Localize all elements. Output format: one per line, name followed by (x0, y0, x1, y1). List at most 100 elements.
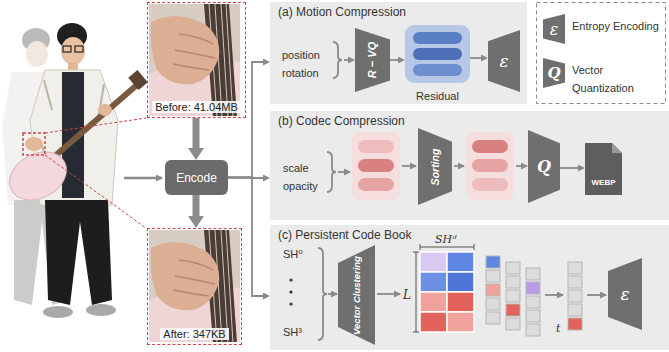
label-anchor: scale (283, 158, 309, 176)
panel-b-art-part (358, 178, 394, 191)
sorting-block: Sorting (418, 128, 452, 205)
panel-c-art-part-part (420, 272, 447, 292)
file-icon: WEBP (585, 143, 622, 195)
connector (470, 57, 481, 59)
zoom-marker-part (23, 133, 45, 155)
clustering-block: Vector Clustering (338, 245, 375, 345)
person-figure-part (43, 306, 73, 318)
panel-c-art-part-part (486, 256, 500, 268)
panel-c-art-part-part (486, 270, 500, 282)
panel-c-art-part (377, 293, 400, 295)
connector (228, 178, 263, 297)
panel-c-art-part-part (568, 262, 582, 274)
panel-c-art-part-part (526, 296, 540, 308)
label-anchor: position (282, 45, 320, 63)
label-anchor: t (556, 318, 560, 336)
panel-c-art-part (587, 294, 606, 296)
operator-symbol: ε (620, 284, 629, 304)
input-label: rotation (282, 67, 319, 79)
panel-c-art-part-part (526, 324, 540, 336)
person-figure-part (1, 142, 75, 209)
feature-pill (413, 48, 462, 60)
node-label: Vector Clustering (351, 256, 362, 335)
panel-title: (b) Codec Compression (278, 114, 669, 128)
panel-b-art (327, 132, 527, 200)
input-arrow (124, 177, 162, 180)
panel-c-art-part-part (506, 262, 520, 274)
person-figure-part (25, 137, 43, 151)
panel-c-art-part-part (526, 310, 540, 322)
operator-symbol: ε (499, 51, 508, 71)
legend-trapezoid-fill (543, 58, 565, 88)
quantizer-block: R − VQ (355, 28, 390, 92)
panel-b-art-part (472, 178, 508, 191)
panel-c-art-part-part (420, 312, 447, 332)
trapezoid-fill (608, 258, 642, 330)
trapezoid-fill (338, 245, 375, 345)
file-body (585, 143, 622, 195)
panel-b-art-part (352, 132, 400, 200)
flow-arrow (193, 118, 200, 148)
trapezoid-fill (418, 128, 452, 205)
panel-b-art-part (358, 159, 394, 172)
index-label: t (556, 322, 560, 335)
panel-a-art-part (333, 42, 342, 78)
panel-c-art-part-part (568, 318, 582, 330)
panel-b-art-part (466, 132, 514, 200)
label-anchor: Q (547, 64, 560, 82)
panel-c-art-part-part (447, 312, 474, 332)
node-label: Residual (416, 90, 459, 102)
zoom-marker (23, 118, 146, 228)
crop-after-image (149, 230, 240, 343)
zoom-marker-part (45, 155, 146, 228)
quantizer-block: Q (528, 130, 560, 203)
feature-pill (413, 64, 462, 76)
panel-c-art-part-part (506, 290, 520, 302)
panel-c-art-part-part (526, 282, 540, 294)
panel-b-art-part (472, 140, 508, 153)
entropy-block: ε (488, 30, 520, 92)
legend-text: Entropy Encoding (572, 20, 659, 32)
panel-c-art-part-part (486, 284, 500, 296)
panel-c-art-part-part (486, 312, 500, 324)
label-anchor: ε (550, 20, 559, 39)
panel-c-art-part (486, 256, 582, 336)
flow-arrow (193, 195, 200, 216)
panel-c-art-part-part (506, 318, 520, 330)
label-anchor: opacity (283, 176, 318, 194)
trapezoid-fill (528, 130, 560, 203)
input-label: SH³ (283, 326, 302, 338)
panel-c-art-part-part (420, 244, 421, 250)
node-label: R − VQ (367, 42, 379, 78)
panel-c-art-part (413, 244, 474, 332)
panel-b-art-part (402, 165, 416, 167)
panel-title: (a) Motion Compression (278, 5, 527, 19)
panel-c-art-part-part (506, 276, 520, 288)
input-label: opacity (283, 180, 318, 192)
panel-c-art-part (318, 248, 327, 340)
label-anchor: SHᵈ (435, 229, 457, 247)
node-label: Sorting (429, 148, 441, 185)
label-anchor: rotation (282, 63, 319, 81)
panel-c-art-part-part (568, 276, 582, 288)
entropy-block: ε (608, 258, 642, 330)
connector (228, 62, 263, 178)
ghost-figure-part (26, 41, 48, 67)
panel-c-art-part-part (420, 292, 447, 312)
panel-b-art-part (327, 152, 336, 192)
input-label: SH⁰ (283, 248, 303, 260)
trapezoid-fill (355, 28, 390, 92)
crop-before-image (149, 4, 240, 117)
panel-b-art-part (472, 159, 508, 172)
feature-pill (413, 32, 462, 44)
connector (390, 59, 398, 61)
panel-c-art-part-part (568, 304, 582, 316)
person-figure (1, 23, 148, 318)
label-anchor: L (403, 285, 411, 303)
encode-box: Encode (165, 160, 228, 195)
panel-b-art-part (454, 165, 464, 167)
person-figure-part (48, 84, 138, 162)
